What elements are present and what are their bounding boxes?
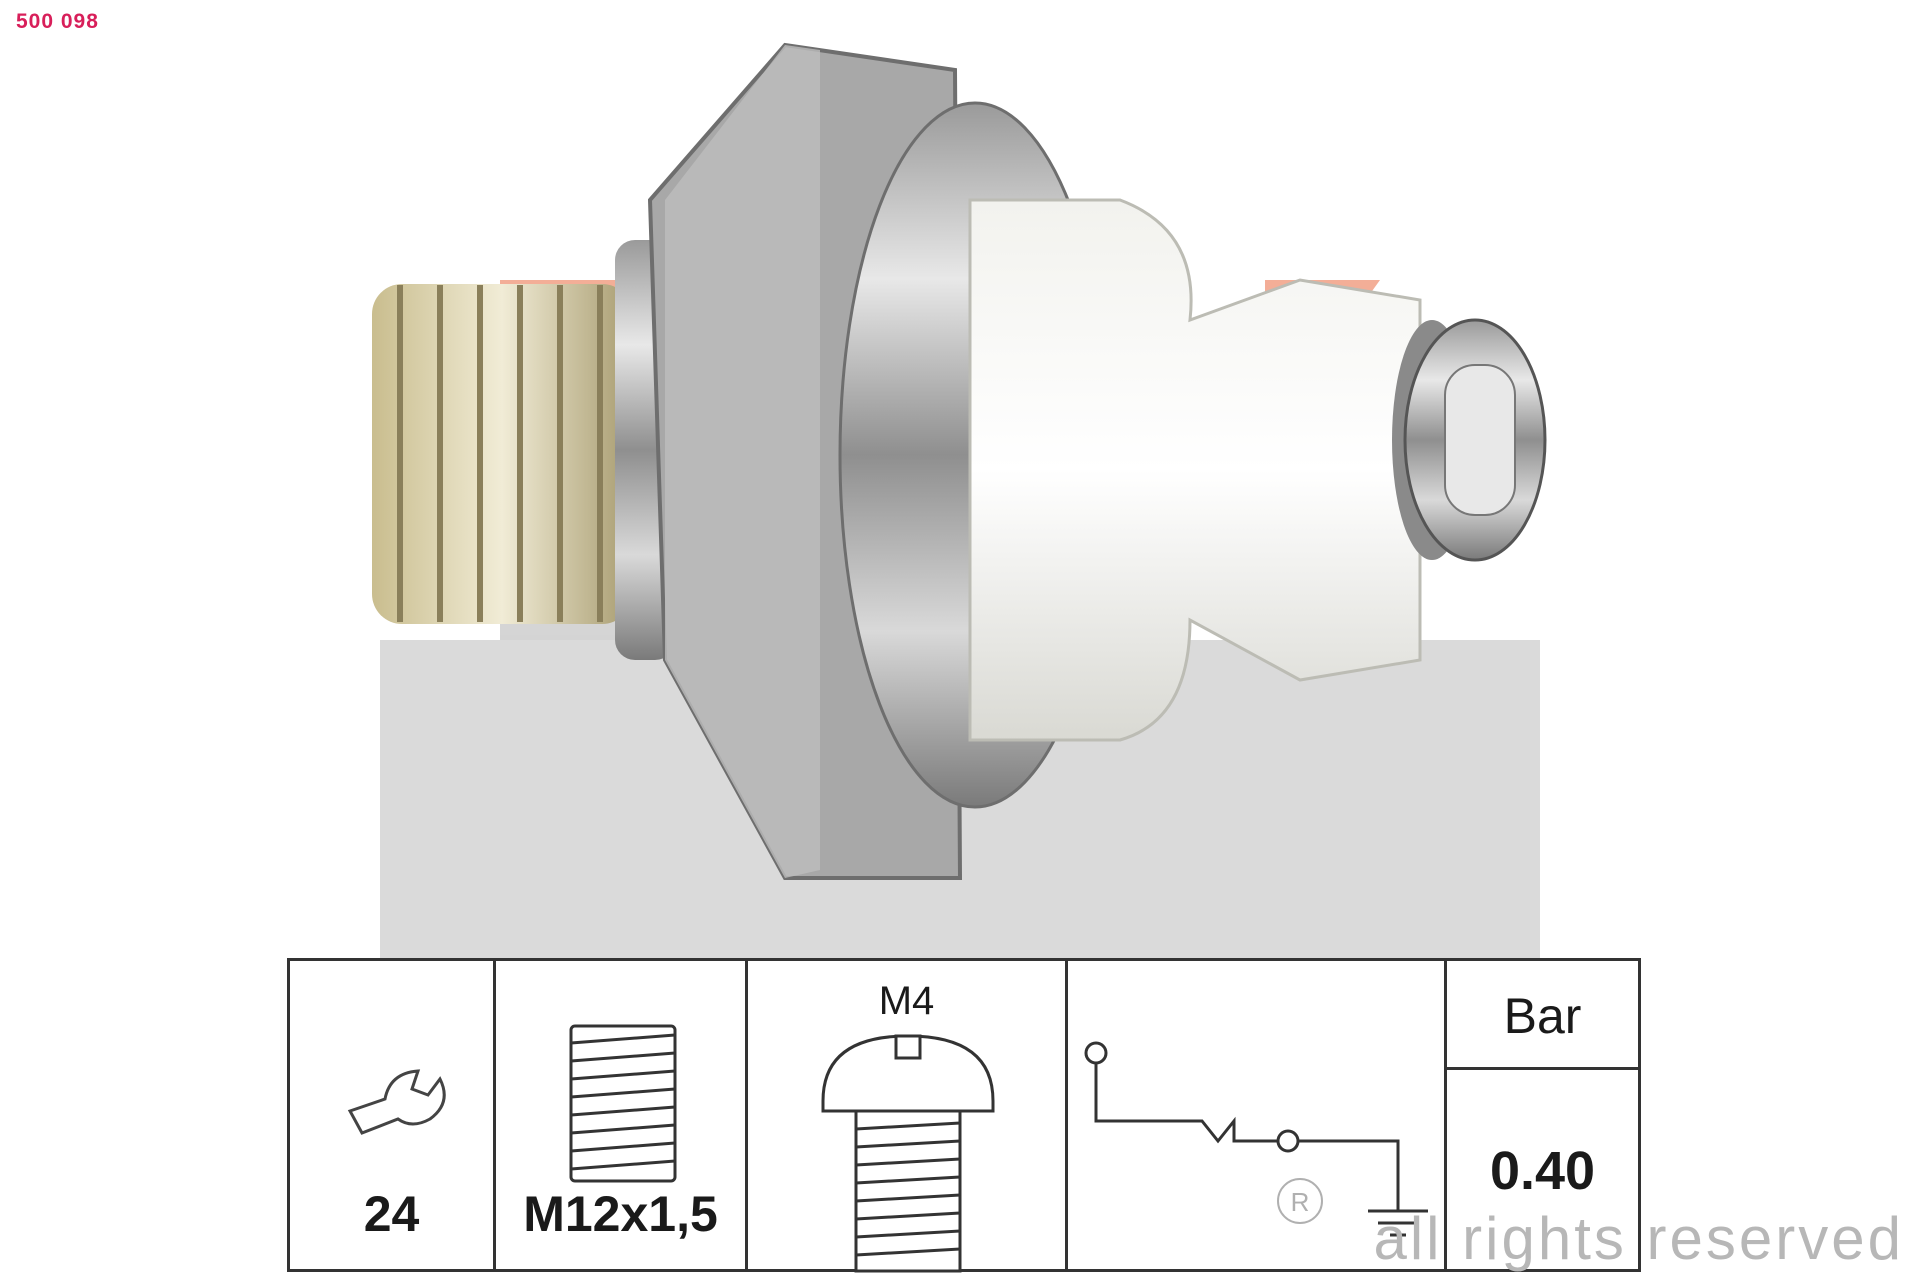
svg-text:R: R (1291, 1187, 1310, 1217)
watermark: all rights reserved (1373, 1205, 1904, 1272)
spec-table: 24 M12x1,5 M4 (287, 958, 1641, 1273)
pressure-value-cell: 0.40 (1447, 1070, 1638, 1269)
wrench-icon (347, 1069, 446, 1135)
pressure-value: 0.40 (1489, 1141, 1596, 1201)
thread-cell: M12x1,5 (496, 961, 748, 1269)
terminal-screw-cell: M4 (748, 961, 1068, 1273)
registered-icon: R (1277, 1178, 1323, 1224)
thread-icon (569, 1024, 677, 1183)
product-photo (372, 42, 1547, 960)
wrench-size-value: 24 (363, 1186, 420, 1242)
wrench-size-cell: 24 (290, 961, 496, 1269)
thread-body (372, 284, 632, 624)
thread-value: M12x1,5 (523, 1186, 718, 1242)
part-number: 500 098 (16, 10, 99, 33)
pressure-unit: Bar (1503, 988, 1582, 1044)
pressure-unit-cell: Bar (1447, 961, 1638, 1070)
terminal-screw-label: M4 (878, 979, 935, 1023)
plastic-body (968, 198, 1422, 742)
schematic-cell: R (1068, 961, 1447, 1269)
screw-icon (821, 1034, 995, 1273)
switch-schematic-icon (1084, 1041, 1428, 1237)
pressure-cell: Bar 0.40 (1447, 961, 1638, 1269)
terminal-screw (1392, 318, 1547, 562)
